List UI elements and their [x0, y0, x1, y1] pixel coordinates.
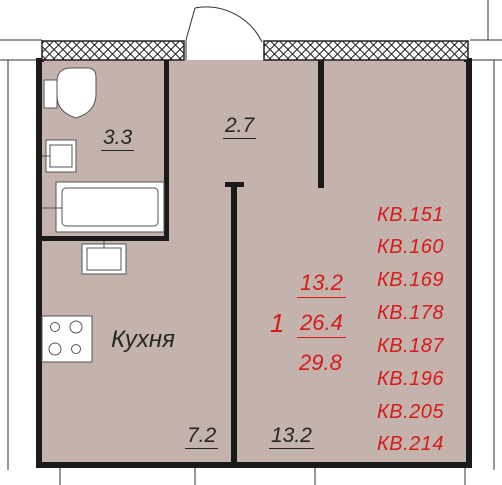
rooms-count: 1: [270, 308, 285, 338]
toilet-icon: [43, 67, 97, 119]
sink-icon: [42, 139, 77, 173]
kitchen-area-label: 7.2: [185, 424, 219, 449]
apartment-number: КВ.187: [377, 335, 445, 357]
stove-icon: [41, 315, 93, 363]
partition-center: [225, 182, 244, 464]
kitchen-label: Кухня: [111, 326, 175, 353]
bathroom-area-label: 3.3: [101, 126, 135, 151]
bathtub-icon: [42, 181, 165, 233]
apartment-number: КВ.214: [377, 433, 445, 455]
living-area-label: 13.2: [269, 424, 314, 449]
hall-area-label: 2.7: [223, 114, 257, 139]
apartment-number: КВ.160: [377, 236, 445, 258]
kitchen-sink-icon: [81, 241, 127, 275]
window-hatch-icon: [41, 40, 185, 61]
apartment-number: КВ.196: [377, 368, 445, 390]
apartment-number: КВ.169: [377, 269, 445, 291]
summary-living-area: 13.2: [297, 272, 346, 298]
partition-top: [318, 60, 324, 188]
apartment-number: КВ.178: [377, 302, 445, 324]
summary-total-with-balcony: 29.8: [299, 350, 342, 375]
window-hatch-icon: [263, 40, 469, 61]
bathroom-partition: [40, 60, 169, 241]
apartment-number: КВ.151: [377, 204, 445, 226]
apartment-number: КВ.205: [377, 401, 445, 423]
door-swing-icon: [185, 6, 263, 60]
summary-total-area: 26.4: [297, 312, 346, 338]
